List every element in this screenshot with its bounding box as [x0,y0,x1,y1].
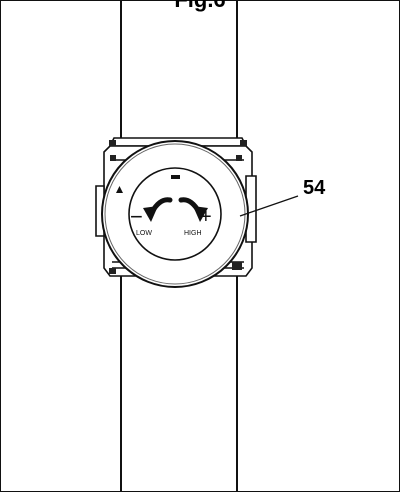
arrowhead-left-icon [143,206,158,222]
minus-sign: − [130,204,143,229]
high-label: HIGH [184,230,202,237]
callout-label: 54 [303,177,326,199]
callout-leader-line [239,195,299,217]
dial-index-mark [171,175,180,179]
plus-sign: + [200,206,212,228]
figure-title: Fig.6 [0,0,400,13]
housing-bolts [109,140,247,274]
pipe [120,0,238,492]
dial [101,140,249,288]
arrowhead-right-icon [193,206,208,222]
low-label: LOW [136,230,152,237]
direction-triangle-icon [116,186,123,193]
